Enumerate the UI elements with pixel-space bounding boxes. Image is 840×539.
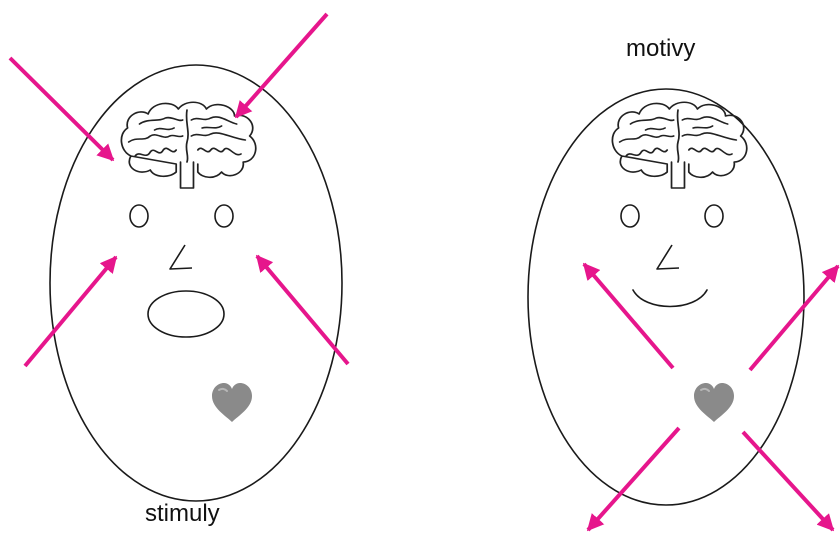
right-eye-left xyxy=(621,205,639,227)
label-stimuly: stimuly xyxy=(145,500,220,528)
heart-icon xyxy=(694,383,734,422)
left-eye-left xyxy=(130,205,148,227)
left-eye-right xyxy=(215,205,233,227)
arrow-in-top-left xyxy=(10,58,113,160)
arrow-out-down-right xyxy=(743,432,833,530)
right-mouth-smile xyxy=(633,290,707,307)
arrow-out-up-right xyxy=(750,266,838,370)
arrow-in-top-right xyxy=(236,14,327,117)
arrow-out-down-left xyxy=(588,428,679,530)
brain-icon xyxy=(612,102,746,188)
label-motivy: motivy xyxy=(626,35,695,63)
left-mouth-open xyxy=(148,291,224,337)
right-nose xyxy=(657,245,679,269)
arrow-in-bottom-left xyxy=(25,257,116,366)
arrow-out-up-left xyxy=(584,264,673,368)
right-eye-right xyxy=(705,205,723,227)
heart-icon xyxy=(212,383,252,422)
arrow-in-bottom-right xyxy=(257,256,348,364)
left-nose xyxy=(170,245,192,269)
